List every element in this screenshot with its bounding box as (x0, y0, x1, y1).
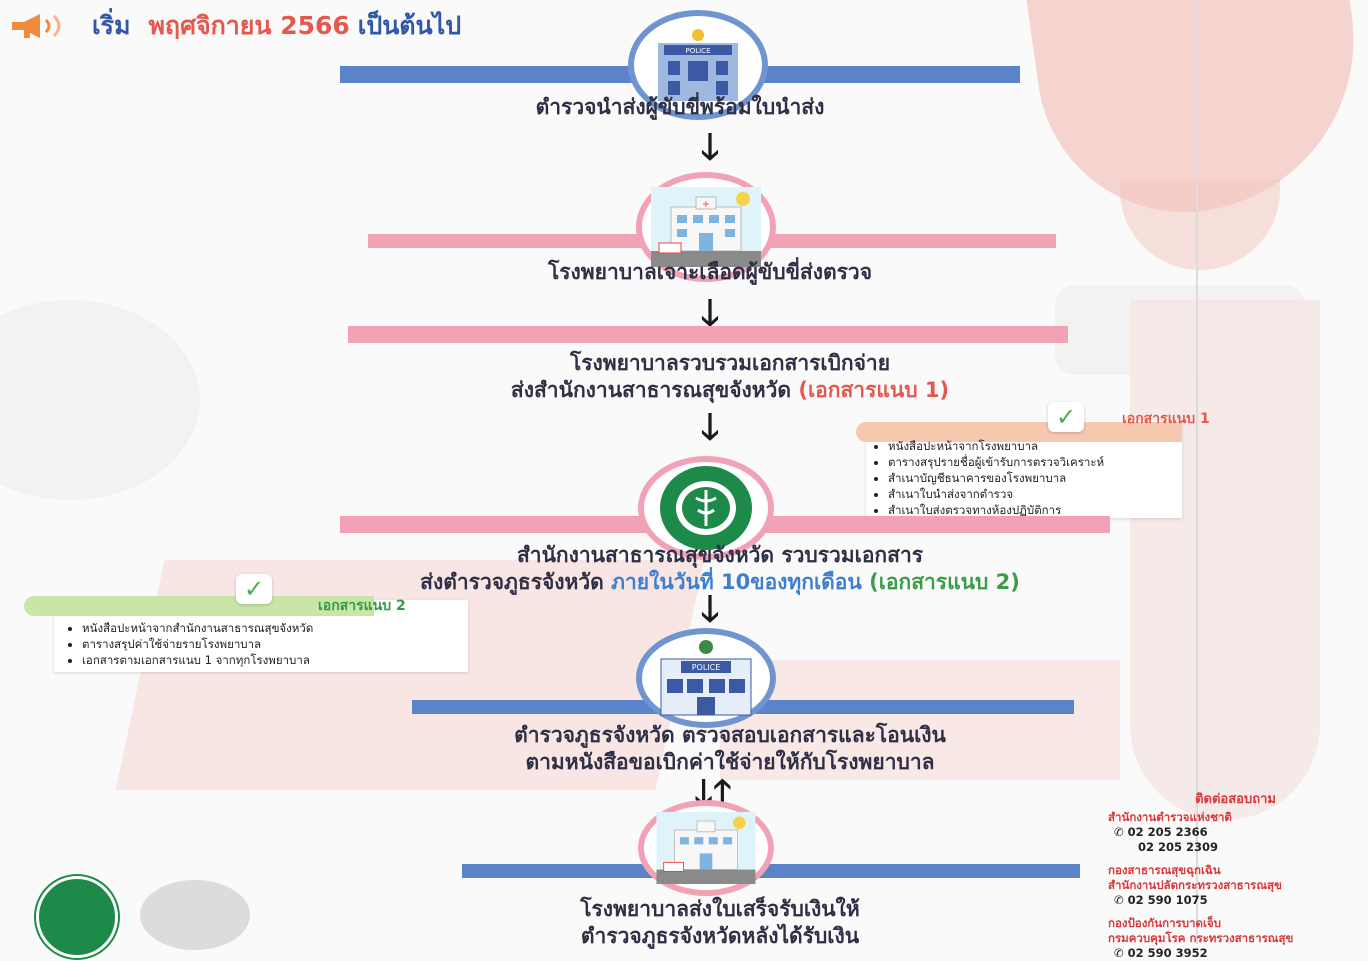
megaphone-icon (10, 12, 74, 40)
step5-line1: ตำรวจภูธรจังหวัด ตรวจสอบเอกสารและโอนเงิน (514, 723, 946, 747)
hospital-icon (638, 800, 774, 896)
step3-bar (348, 326, 1068, 343)
hospital-icon: + (636, 172, 776, 282)
step3-ref: (เอกสารแนบ 1) (798, 378, 950, 402)
contact-org-sub: สำนักงานปลัดกระทรวงสาธารณสุข (1108, 878, 1282, 892)
provincial-police-icon: POLICE (636, 628, 776, 728)
step3-line2-text: ส่งสำนักงานสาธารณสุขจังหวัด (510, 378, 792, 402)
list-item: สำเนาใบส่งตรวจทางห้องปฏิบัติการ (888, 502, 1104, 518)
phone-number: 02 590 1075 (1127, 893, 1208, 907)
step4-line2-text: ส่งตำรวจภูธรจังหวัด (420, 570, 604, 594)
step5-text: ตำรวจภูธรจังหวัด ตรวจสอบเอกสารและโอนเงิน… (400, 722, 1060, 776)
step6-text: โรงพยาบาลส่งใบเสร็จรับเงินให้ ตำรวจภูธรจ… (440, 896, 1000, 950)
contact-org: สำนักงานตำรวจแห่งชาติ (1108, 810, 1232, 824)
background-cotton-pad (0, 300, 200, 500)
phone-number: 02 590 3952 (1127, 946, 1208, 960)
police-emblem-logo (140, 880, 250, 950)
phone-number: 02 205 2366 (1127, 825, 1208, 839)
phone-icon: ✆ (1114, 946, 1128, 960)
contact-phone: ✆ 02 590 3952 (1108, 946, 1363, 961)
list-item: ตารางสรุปรายชื่อผู้เข้ารับการตรวจวิเคราะ… (888, 454, 1104, 470)
contact-org: กองสาธารณสุขฉุกเฉิน (1108, 863, 1221, 877)
attachment2-tab (24, 596, 374, 616)
contact-title: ติดต่อสอบถาม (1195, 792, 1276, 807)
attachment2-label: เอกสารแนบ 2 (318, 598, 406, 614)
attachment1-list: หนังสือปะหน้าจากโรงพยาบาล ตารางสรุปรายชื… (870, 438, 1104, 518)
contact-org-sub: กรมควบคุมโรค กระทรวงสาธารณสุข (1108, 931, 1294, 945)
contact-org: กองป้องกันการบาดเจ็บ (1108, 916, 1221, 930)
fold-line (1196, 0, 1198, 944)
arrow-down-icon: 🡓 (700, 407, 720, 448)
ministry-seal-icon (638, 456, 774, 560)
step4-line2: ส่งตำรวจภูธรจังหวัด ภายในวันที่ 10ของทุก… (340, 569, 1100, 596)
arrow-down-icon: 🡓 (700, 589, 720, 630)
step3-text: โรงพยาบาลรวบรวมเอกสารเบิกจ่าย ส่งสำนักงา… (360, 350, 1100, 404)
step6-line2: ตำรวจภูธรจังหวัดหลังได้รับเงิน (580, 924, 860, 948)
arrow-down-icon: 🡓 (700, 127, 720, 168)
arrow-down-icon: 🡓 (700, 293, 720, 334)
list-item: เอกสารตามเอกสารแนบ 1 จากทุกโรงพยาบาล (82, 652, 313, 668)
police-station-icon: POLICE (628, 10, 768, 120)
step4-ref: (เอกสารแนบ 2) (869, 570, 1020, 594)
list-item: หนังสือปะหน้าจากโรงพยาบาล (888, 438, 1104, 454)
attachment2-list: หนังสือปะหน้าจากสำนักงานสาธารณสุขจังหวัด… (64, 620, 313, 668)
phone-number: 02 205 2309 (1138, 840, 1219, 854)
phone-icon: ✆ (1114, 893, 1128, 907)
step6-bar (462, 864, 1080, 878)
background-test-tube (1130, 300, 1320, 820)
background-blood-drop-face (1120, 180, 1280, 270)
attachment1-box: หนังสือปะหน้าจากโรงพยาบาล ตารางสรุปรายชื… (856, 420, 1182, 518)
step1-text: ตำรวจนำส่งผู้ขับขี่พร้อมใบนำส่ง (535, 95, 825, 119)
checkmark-icon: ✓ (236, 574, 272, 604)
header-date: พฤศจิกายน 2566 (148, 11, 350, 40)
attachment1-label: เอกสารแนบ 1 (1122, 411, 1210, 427)
contact-phone: ✆ 02 205 2366 (1108, 825, 1363, 840)
phone-icon: ✆ (1114, 825, 1128, 839)
contact-block: ติดต่อสอบถาม สำนักงานตำรวจแห่งชาติ ✆ 02 … (1108, 792, 1363, 961)
step3-line2: ส่งสำนักงานสาธารณสุขจังหวัด (เอกสารแนบ 1… (360, 377, 1100, 404)
attachment1-tab (856, 422, 1182, 442)
step3-line1: โรงพยาบาลรวบรวมเอกสารเบิกจ่าย (569, 351, 891, 375)
list-item: สำเนาใบนำส่งจากตำรวจ (888, 486, 1104, 502)
svg-text:POLICE: POLICE (685, 47, 710, 55)
header-start: เริ่ม (92, 11, 131, 40)
list-item: สำเนาบัญชีธนาคารของโรงพยาบาล (888, 470, 1104, 486)
list-item: ตารางสรุปค่าใช้จ่ายรายโรงพยาบาล (82, 636, 313, 652)
background-red-shape (720, 660, 1120, 780)
step4-text: สำนักงานสาธารณสุขจังหวัด รวบรวมเอกสาร ส่… (340, 542, 1100, 596)
ministry-logo (36, 876, 118, 958)
step6-line1: โรงพยาบาลส่งใบเสร็จรับเงินให้ (580, 897, 860, 921)
header: เริ่ม พฤศจิกายน 2566 เป็นต้นไป (10, 8, 461, 44)
step4-deadline: ภายในวันที่ 10ของทุกเดือน (611, 570, 862, 594)
header-onward: เป็นต้นไป (357, 11, 462, 40)
step2-text: โรงพยาบาลเจาะเลือดผู้ขับขี่ส่งตรวจ (547, 260, 873, 284)
list-item: หนังสือปะหน้าจากสำนักงานสาธารณสุขจังหวัด (82, 620, 313, 636)
checkmark-icon: ✓ (1048, 402, 1084, 432)
step4-line1: สำนักงานสาธารณสุขจังหวัด รวบรวมเอกสาร (516, 543, 924, 567)
step5-line2: ตามหนังสือขอเบิกค่าใช้จ่ายให้กับโรงพยาบา… (525, 750, 935, 774)
svg-text:+: + (702, 199, 710, 210)
police-sign-text: POLICE (692, 663, 721, 672)
attachment2-box: หนังสือปะหน้าจากสำนักงานสาธารณสุขจังหวัด… (24, 596, 468, 672)
contact-phone: ✆ 02 590 1075 (1108, 893, 1363, 908)
